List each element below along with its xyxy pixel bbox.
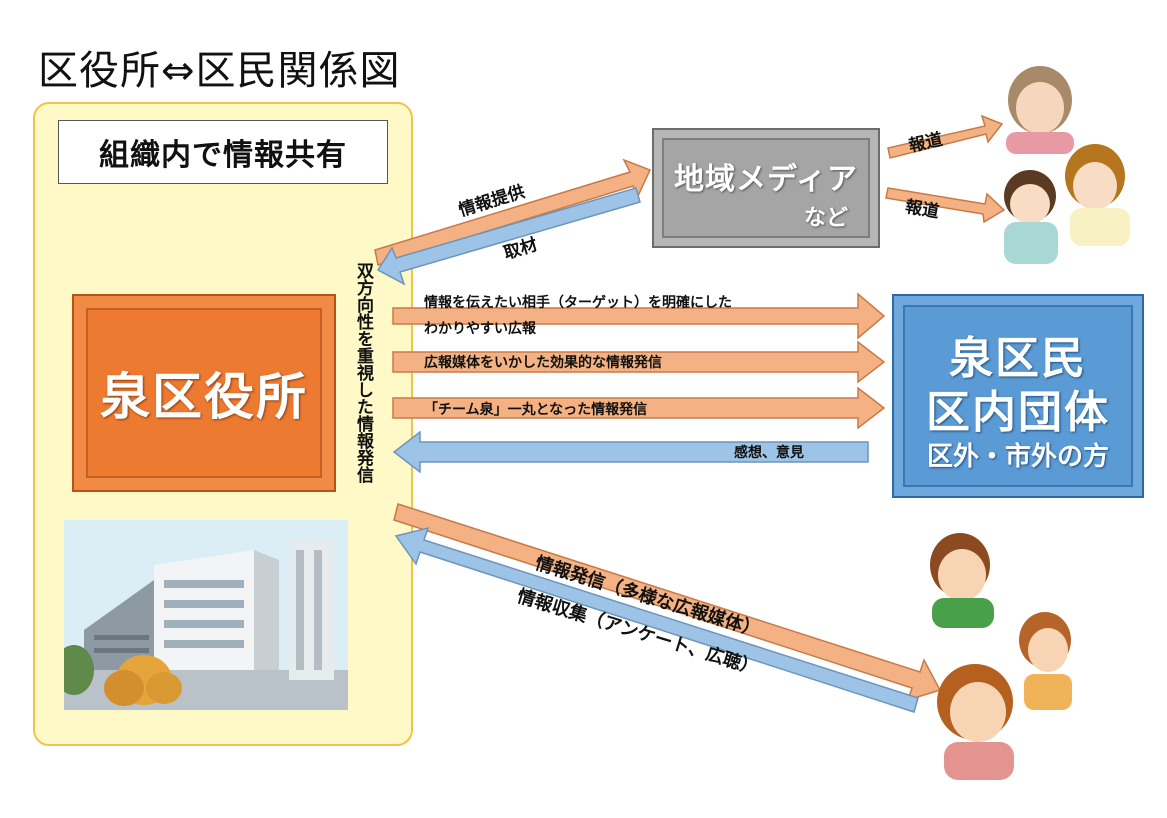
local-media-etc-label: など	[803, 206, 848, 231]
info-collect-arrow	[394, 526, 919, 713]
groups-label: 区内団体	[926, 387, 1110, 438]
page-title: 区役所⇔区民関係図	[38, 48, 401, 94]
feedback-label: 感想、意見	[734, 445, 804, 461]
ward-office-building-image	[64, 520, 348, 710]
ward-office-box: 泉区役所	[72, 294, 336, 492]
team-label: 「チーム泉」一丸となった情報発信	[424, 402, 648, 418]
woman-image	[937, 664, 1014, 780]
citizens-label: 泉区民	[949, 333, 1087, 384]
feedback-arrow	[392, 430, 869, 474]
diverse-info-arrow	[393, 503, 942, 702]
man-image	[930, 533, 994, 628]
interview-arrow	[376, 187, 641, 286]
local-media-box: 地域メディア など	[652, 128, 880, 248]
two-way-communication-label: 双方向性を重視した情報発信	[353, 262, 373, 483]
report-arrow-2	[885, 187, 1006, 224]
target-label-2: わかりやすい広報	[424, 321, 536, 337]
target-label-1: 情報を伝えたい相手（ターゲット）を明確にした	[424, 295, 732, 311]
info-sharing-box: 組織内で情報共有	[58, 120, 388, 184]
child-and-mother-image	[1004, 144, 1130, 264]
local-media-label: 地域メディア	[674, 162, 858, 197]
citizens-box: 泉区民 区内団体 区外・市外の方	[892, 294, 1144, 498]
team-arrow	[392, 386, 886, 430]
target-arrow	[392, 292, 886, 340]
young-man-image	[1019, 612, 1072, 710]
elderly-woman-image	[1006, 66, 1074, 154]
report-arrow-1	[887, 114, 1004, 159]
effective-arrow	[392, 340, 886, 384]
outside-residents-label: 区外・市外の方	[926, 442, 1109, 472]
effective-label: 広報媒体をいかした効果的な情報発信	[424, 355, 662, 371]
